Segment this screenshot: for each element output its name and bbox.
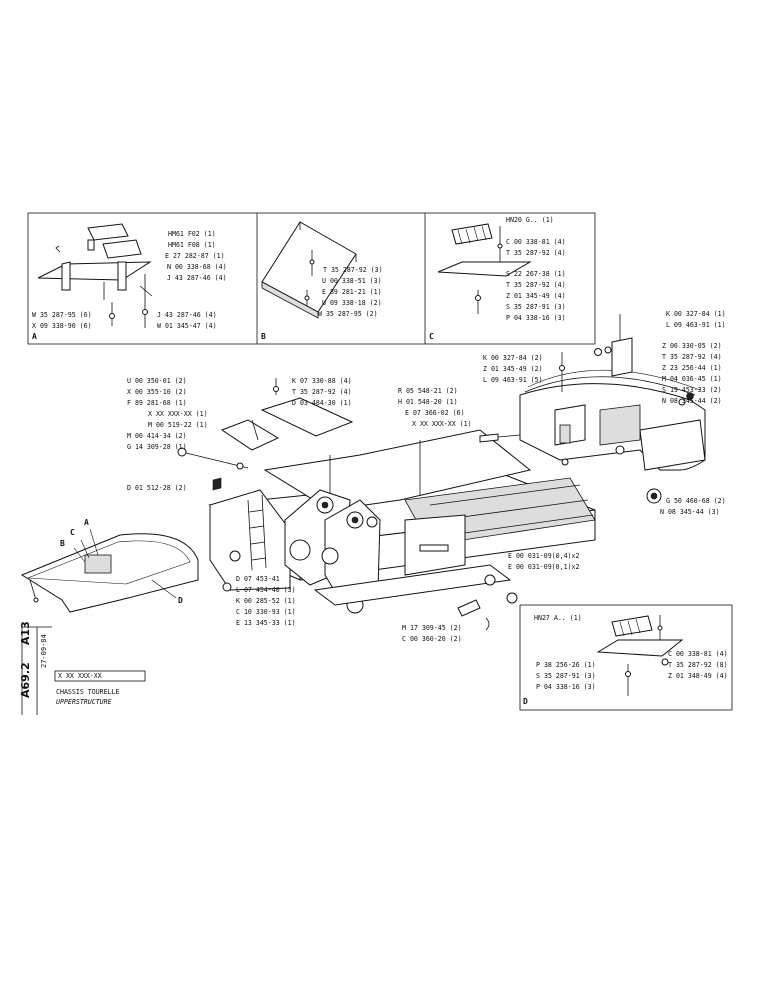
title-code-a13: A13 bbox=[19, 621, 32, 645]
inset-letter: B bbox=[261, 332, 266, 341]
callout-label: K 00 327-84 (2) bbox=[483, 354, 543, 362]
title-block-frame bbox=[21, 626, 146, 715]
callout-label: D 01 512-28 (2) bbox=[127, 484, 187, 492]
thumb-letter: A bbox=[84, 518, 89, 527]
callout-label: E 13 345-33 (1) bbox=[236, 619, 296, 627]
callout-label: N 08 345-44 (3) bbox=[660, 508, 720, 516]
inset-letter: D bbox=[523, 697, 528, 706]
callout-label: Z 01 345-49 (4) bbox=[506, 292, 566, 300]
inset-d-panel bbox=[519, 604, 733, 711]
callout-label: E 07 366-02 (6) bbox=[405, 409, 465, 417]
callout-label: W 35 287-95 (6) bbox=[32, 311, 92, 319]
callout-label: D 07 453-41 bbox=[236, 575, 280, 583]
callout-label: X XX XXX-XX (1) bbox=[148, 410, 208, 418]
callout-label: E 00 031-09(0,4)x2 bbox=[508, 552, 580, 560]
callout-label: H 01 548-20 (1) bbox=[398, 398, 458, 406]
callout-label: S 35 287-91 (3) bbox=[506, 303, 566, 311]
callout-label: X 09 338-90 (6) bbox=[32, 322, 92, 330]
callout-label: X XX XXX-XX (1) bbox=[412, 420, 472, 428]
callout-label: T 35 287-92 (8) bbox=[668, 661, 728, 669]
callout-label: M 00 414-34 (2) bbox=[127, 432, 187, 440]
callout-label: N 00 338-68 (4) bbox=[167, 263, 227, 271]
inset-b-drawing bbox=[261, 221, 357, 319]
callout-label: W 01 345-47 (4) bbox=[157, 322, 217, 330]
callout-label: U 09 338-18 (2) bbox=[322, 299, 382, 307]
callout-label: HM61 F02 (1) bbox=[168, 230, 216, 238]
callout-label: P 38 256-26 (1) bbox=[536, 661, 596, 669]
title-date: 27-09-84 bbox=[40, 634, 48, 668]
thumbnail-overview bbox=[20, 528, 199, 613]
inset-panels bbox=[27, 212, 596, 345]
callout-label: C 00 338-81 (4) bbox=[668, 650, 728, 658]
callout-label: W 35 287-95 (2) bbox=[318, 310, 378, 318]
callout-label: L 07 454-40 (3) bbox=[236, 586, 296, 594]
thumb-letter: B bbox=[60, 539, 65, 548]
callout-label: E 89 281-21 (1) bbox=[322, 288, 382, 296]
callout-label: C 00 338-81 (4) bbox=[506, 238, 566, 246]
callout-label: T 35 287-92 (4) bbox=[506, 281, 566, 289]
callout-label: HN20 G.. (1) bbox=[506, 216, 554, 224]
callout-label: Z 23 256-44 (1) bbox=[662, 364, 722, 372]
callout-label: T 35 287-92 (4) bbox=[506, 249, 566, 257]
callout-label: S 35 287-91 (3) bbox=[536, 672, 596, 680]
callout-label: D 03 484-30 (1) bbox=[292, 399, 352, 407]
inset-a-drawing bbox=[37, 223, 153, 328]
callout-label: K 00 285-52 (1) bbox=[236, 597, 296, 605]
callout-label: T 35 287-92 (4) bbox=[292, 388, 352, 396]
title-part-number: X XX XXX-XX bbox=[58, 672, 102, 680]
callout-label: T 35 287-92 (4) bbox=[662, 353, 722, 361]
callout-label: J 43 287-46 (4) bbox=[167, 274, 227, 282]
callout-label: HM61 F08 (1) bbox=[168, 241, 216, 249]
callout-label: HN27 A.. (1) bbox=[534, 614, 582, 622]
callout-label: J 43 287-46 (4) bbox=[157, 311, 217, 319]
callout-label: G 50 460-68 (2) bbox=[666, 497, 726, 505]
title-english: UPPERSTRUCTURE bbox=[56, 698, 112, 706]
callout-label: C 00 360-20 (2) bbox=[402, 635, 462, 643]
callout-label: Z 01 345-49 (2) bbox=[483, 365, 543, 373]
thumb-letter: D bbox=[178, 596, 183, 605]
callout-label: C 10 330-93 (1) bbox=[236, 608, 296, 616]
callout-label: X 00 355-10 (2) bbox=[127, 388, 187, 396]
callout-label: M 17 309-45 (2) bbox=[402, 624, 462, 632]
inset-letter: C bbox=[429, 332, 434, 341]
callout-label: U 00 350-01 (2) bbox=[127, 377, 187, 385]
callout-label: G 14 309-28 (1) bbox=[127, 443, 187, 451]
callout-label: P 04 338-16 (3) bbox=[506, 314, 566, 322]
title-code-a69: A69.2 bbox=[19, 662, 32, 698]
callout-label: E 00 031-09(0,1)x2 bbox=[508, 563, 580, 571]
callout-label: U 00 338-51 (3) bbox=[322, 277, 382, 285]
callout-label: P 04 338-16 (3) bbox=[536, 683, 596, 691]
main-assembly bbox=[177, 314, 706, 631]
callout-label: R 05 548-21 (2) bbox=[398, 387, 458, 395]
callout-label: N 08 345-44 (2) bbox=[662, 397, 722, 405]
callout-label: M 04 036-45 (1) bbox=[662, 375, 722, 383]
inset-c-drawing bbox=[437, 223, 532, 314]
inset-letter: A bbox=[32, 332, 37, 341]
callout-label: F 89 281-68 (1) bbox=[127, 399, 187, 407]
callout-label: K 07 330-88 (4) bbox=[292, 377, 352, 385]
callout-label: L 09 463-91 (5) bbox=[483, 376, 543, 384]
callout-label: L 09 463-91 (1) bbox=[666, 321, 726, 329]
inset-frame bbox=[27, 212, 596, 345]
callout-label: Z 01 348-49 (4) bbox=[668, 672, 728, 680]
callout-label: T 35 287-92 (3) bbox=[323, 266, 383, 274]
callout-label: S 22 267-38 (1) bbox=[506, 270, 566, 278]
callout-label: S 19 453-33 (2) bbox=[662, 386, 722, 394]
thumb-letter: C bbox=[70, 528, 75, 537]
callout-label: E 27 282-87 (1) bbox=[165, 252, 225, 260]
callout-label: K 00 327-84 (1) bbox=[666, 310, 726, 318]
title-french: CHASSIS TOURELLE bbox=[56, 688, 120, 696]
callout-label: M 00 519-22 (1) bbox=[148, 421, 208, 429]
callout-label: Z 06 330-05 (2) bbox=[662, 342, 722, 350]
